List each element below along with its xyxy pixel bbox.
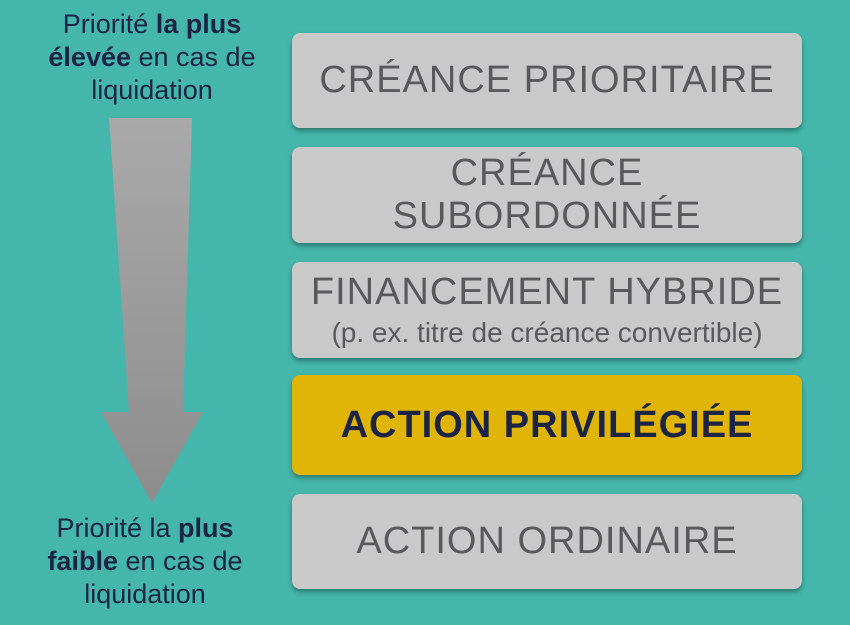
label-text-bold: la plus: [155, 9, 242, 39]
box-financement-hybride: FINANCEMENT HYBRIDE (p. ex. titre de cré…: [292, 262, 802, 358]
label-line: liquidation: [17, 74, 287, 107]
label-text: liquidation: [91, 75, 213, 105]
label-line: liquidation: [10, 578, 280, 611]
box-creance-prioritaire: CRÉANCE PRIORITAIRE: [292, 33, 802, 128]
label-text: Priorité: [62, 9, 156, 39]
label-text-bold: plus: [178, 513, 234, 543]
label-line: Priorité la plus: [10, 512, 280, 545]
down-arrow-icon: [101, 118, 203, 503]
label-text-bold: élevée: [48, 42, 131, 72]
label-line: faible en cas de: [10, 545, 280, 578]
label-text: liquidation: [84, 579, 206, 609]
label-text: Priorité la: [56, 513, 179, 543]
label-text: en cas de: [117, 546, 243, 576]
priority-lowest-label: Priorité la plus faible en cas de liquid…: [10, 512, 280, 611]
box-label: CRÉANCE PRIORITAIRE: [319, 59, 775, 101]
box-label: CRÉANCE SUBORDONNÉE: [392, 152, 702, 237]
box-label: ACTION PRIVILÉGIÉE: [340, 403, 754, 446]
label-line: Priorité la plus: [17, 8, 287, 41]
label-text: en cas de: [131, 42, 256, 72]
priority-highest-label: Priorité la plus élevée en cas de liquid…: [17, 8, 287, 107]
box-label: FINANCEMENT HYBRIDE: [310, 270, 784, 313]
box-action-ordinaire: ACTION ORDINAIRE: [292, 494, 802, 589]
label-text-bold: faible: [47, 546, 118, 576]
box-label: ACTION ORDINAIRE: [356, 520, 738, 562]
box-creance-subordonnee: CRÉANCE SUBORDONNÉE: [292, 147, 802, 243]
label-line: élevée en cas de: [17, 41, 287, 74]
box-sublabel: (p. ex. titre de créance convertible): [331, 316, 763, 348]
box-action-privilegiee: ACTION PRIVILÉGIÉE: [292, 375, 802, 475]
